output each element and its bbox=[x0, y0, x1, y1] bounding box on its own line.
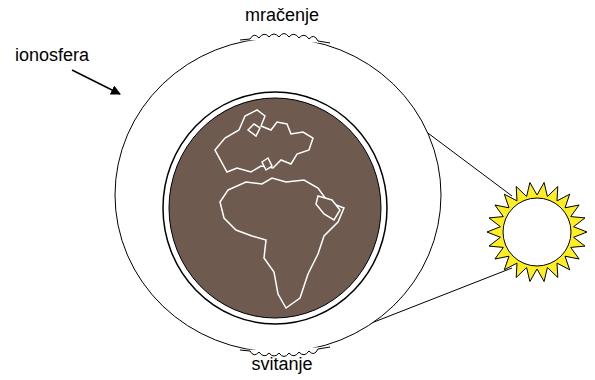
earth-disk bbox=[169, 98, 381, 318]
ionosphere-disturbance bbox=[240, 34, 330, 44]
leader-arrow bbox=[72, 70, 120, 94]
region-label: ionosfera bbox=[15, 46, 89, 66]
event-label: svitanje bbox=[251, 355, 312, 375]
continents bbox=[215, 110, 344, 308]
earth-outline bbox=[163, 92, 387, 324]
sun bbox=[487, 183, 587, 282]
event-label: mračenje bbox=[245, 6, 319, 26]
ionosphere-outline bbox=[115, 38, 441, 352]
